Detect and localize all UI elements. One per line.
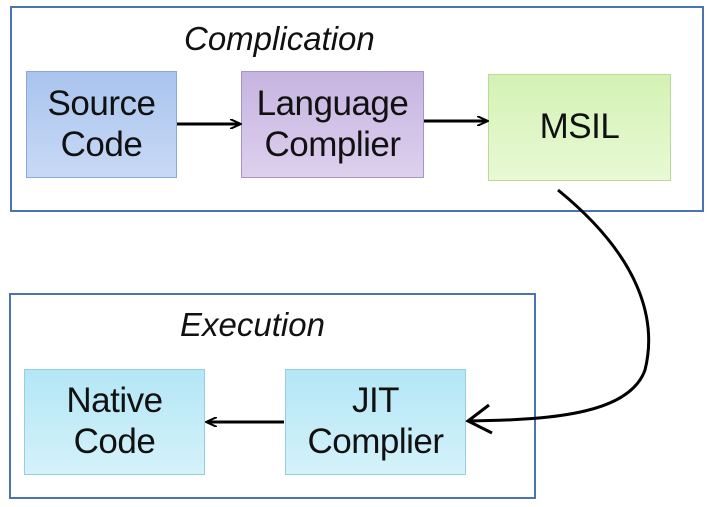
jit-compiler-node: JIT Complier [285, 369, 466, 475]
jit-compiler-line2: Complier [307, 422, 444, 461]
arrow-msil-to-jit [467, 188, 651, 423]
source-code-line1: Source [47, 83, 156, 123]
native-code-node: Native Code [24, 369, 205, 475]
execution-title: Execution [180, 306, 325, 343]
language-compiler-line2: Complier [264, 124, 401, 164]
source-code-node: Source Code [26, 71, 177, 178]
msil-node: MSIL [488, 74, 671, 181]
language-compiler-node: Language Complier [241, 71, 424, 178]
msil-label: MSIL [539, 107, 620, 147]
native-code-line1: Native [66, 381, 163, 421]
source-code-line2: Code [60, 124, 143, 164]
native-code-line2: Code [73, 422, 156, 461]
jit-compiler-line1: JIT [351, 381, 400, 421]
language-compiler-line1: Language [256, 83, 409, 123]
compilation-title: Complication [184, 20, 375, 57]
arrow-msil-to-jit-head [465, 403, 493, 435]
